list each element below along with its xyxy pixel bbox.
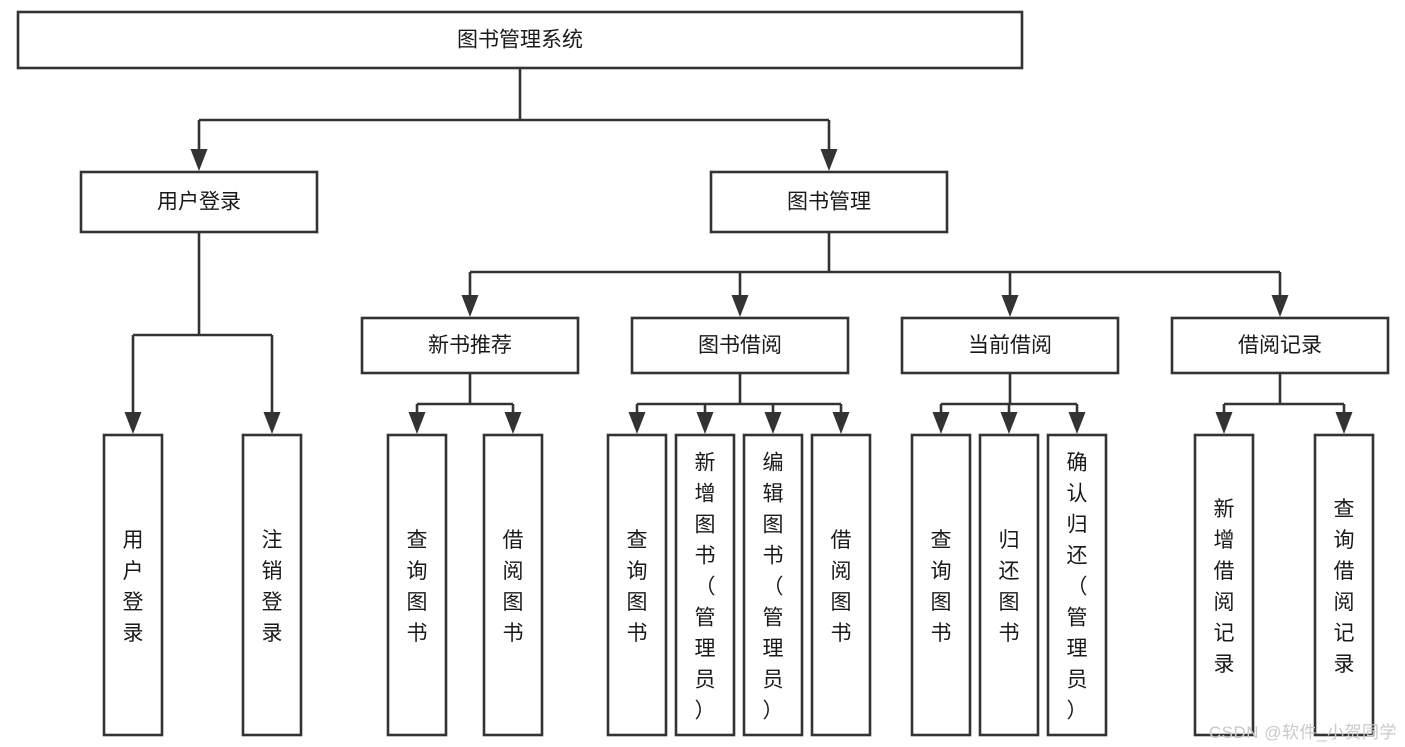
node-new-book-recommend[interactable]: 新书推荐	[360, 316, 580, 375]
arrow-head-icon	[124, 412, 142, 434]
node-user-login[interactable]: 用户登录	[79, 170, 319, 234]
arrow-head-icon	[1068, 412, 1086, 434]
node-box-leaf-borrow-book-1	[482, 433, 544, 737]
node-label-leaf-query-book-3: 查询图书	[931, 529, 952, 645]
node-box-current-borrow	[900, 316, 1120, 375]
connector-group-current-borrow	[932, 373, 1086, 434]
connector-group-book-borrow	[628, 373, 850, 434]
node-box-leaf-query-record	[1313, 433, 1375, 737]
node-label-leaf-borrow-book-1: 借阅图书	[503, 529, 524, 645]
node-label-leaf-query-record: 查询借阅记录	[1334, 498, 1355, 676]
watermark-label: CSDN @软件_小贺同学	[1208, 723, 1397, 742]
node-box-root	[16, 10, 1024, 70]
node-label-current-borrow: 当前借阅	[968, 334, 1052, 357]
node-leaf-query-record[interactable]: 查询借阅记录	[1313, 433, 1375, 737]
arrow-head-icon	[263, 412, 281, 434]
node-leaf-add-record[interactable]: 新增借阅记录	[1193, 433, 1255, 737]
node-label-book-manage: 图书管理	[787, 191, 871, 214]
arrow-head-icon	[764, 412, 782, 434]
arrow-head-icon	[190, 149, 208, 171]
node-leaf-edit-book[interactable]: 编辑图书（管理员）	[742, 433, 804, 737]
node-leaf-query-book-1[interactable]: 查询图书	[386, 433, 448, 737]
node-box-user-login	[79, 170, 319, 234]
arrow-head-icon	[696, 412, 714, 434]
connector-group-borrow-record	[1215, 373, 1353, 434]
node-label-leaf-query-book-2: 查询图书	[627, 529, 648, 645]
arrow-head-icon	[1335, 412, 1353, 434]
node-box-leaf-confirm-return	[1046, 433, 1108, 737]
arrow-head-icon	[504, 412, 522, 434]
node-box-borrow-record	[1170, 316, 1390, 375]
node-leaf-user-login[interactable]: 用户登录	[102, 433, 164, 737]
node-box-book-borrow	[630, 316, 850, 375]
arrow-head-icon	[628, 412, 646, 434]
node-leaf-add-book[interactable]: 新增图书（管理员）	[674, 433, 736, 737]
node-label-leaf-confirm-return: 确认归还（管理员）	[1067, 452, 1088, 723]
node-label-leaf-return-book: 归还图书	[999, 529, 1020, 645]
node-box-book-manage	[709, 170, 949, 234]
node-layer: 图书管理系统用户登录图书管理新书推荐图书借阅当前借阅借阅记录用户登录注销登录查询…	[16, 10, 1390, 737]
node-book-borrow[interactable]: 图书借阅	[630, 316, 850, 375]
connector-group-root	[190, 68, 838, 171]
arrow-head-icon	[1271, 295, 1289, 317]
arrow-head-icon	[1215, 412, 1233, 434]
node-box-new-book-recommend	[360, 316, 580, 375]
node-leaf-query-book-3[interactable]: 查询图书	[910, 433, 972, 737]
node-box-leaf-edit-book	[742, 433, 804, 737]
node-box-leaf-query-book-1	[386, 433, 448, 737]
node-label-leaf-add-book: 新增图书（管理员）	[695, 452, 716, 723]
node-label-borrow-record: 借阅记录	[1238, 334, 1322, 357]
node-label-leaf-user-login: 用户登录	[123, 529, 144, 645]
arrow-head-icon	[832, 412, 850, 434]
node-box-leaf-user-login	[102, 433, 164, 737]
arrow-head-icon	[731, 295, 749, 317]
node-label-book-borrow: 图书借阅	[698, 334, 782, 357]
node-leaf-borrow-book-1[interactable]: 借阅图书	[482, 433, 544, 737]
node-label-root: 图书管理系统	[457, 29, 583, 52]
node-box-leaf-borrow-book-2	[810, 433, 872, 737]
node-current-borrow[interactable]: 当前借阅	[900, 316, 1120, 375]
node-leaf-borrow-book-2[interactable]: 借阅图书	[810, 433, 872, 737]
arrow-head-icon	[1001, 295, 1019, 317]
node-label-new-book-recommend: 新书推荐	[428, 334, 512, 357]
node-leaf-logout[interactable]: 注销登录	[241, 433, 303, 737]
node-box-leaf-query-book-3	[910, 433, 972, 737]
arrow-head-icon	[461, 295, 479, 317]
node-leaf-confirm-return[interactable]: 确认归还（管理员）	[1046, 433, 1108, 737]
node-box-leaf-query-book-2	[606, 433, 668, 737]
node-box-leaf-add-book	[674, 433, 736, 737]
node-label-leaf-borrow-book-2: 借阅图书	[831, 529, 852, 645]
connector-group-new-book-recommend	[408, 373, 522, 434]
node-book-manage[interactable]: 图书管理	[709, 170, 949, 234]
arrow-head-icon	[1000, 412, 1018, 434]
arrow-head-icon	[408, 412, 426, 434]
node-borrow-record[interactable]: 借阅记录	[1170, 316, 1390, 375]
connector-group-book-manage	[461, 232, 1289, 317]
connector-layer	[124, 68, 1353, 434]
node-label-leaf-logout: 注销登录	[262, 529, 283, 645]
node-box-leaf-logout	[241, 433, 303, 737]
arrow-head-icon	[932, 412, 950, 434]
node-label-leaf-edit-book: 编辑图书（管理员）	[763, 452, 784, 723]
node-box-leaf-add-record	[1193, 433, 1255, 737]
node-leaf-query-book-2[interactable]: 查询图书	[606, 433, 668, 737]
node-label-leaf-add-record: 新增借阅记录	[1214, 498, 1235, 676]
arrow-head-icon	[820, 149, 838, 171]
node-root[interactable]: 图书管理系统	[16, 10, 1024, 70]
node-label-user-login: 用户登录	[157, 191, 241, 214]
node-label-leaf-query-book-1: 查询图书	[407, 529, 428, 645]
node-leaf-return-book[interactable]: 归还图书	[978, 433, 1040, 737]
node-box-leaf-return-book	[978, 433, 1040, 737]
connector-group-user-login	[124, 232, 281, 434]
